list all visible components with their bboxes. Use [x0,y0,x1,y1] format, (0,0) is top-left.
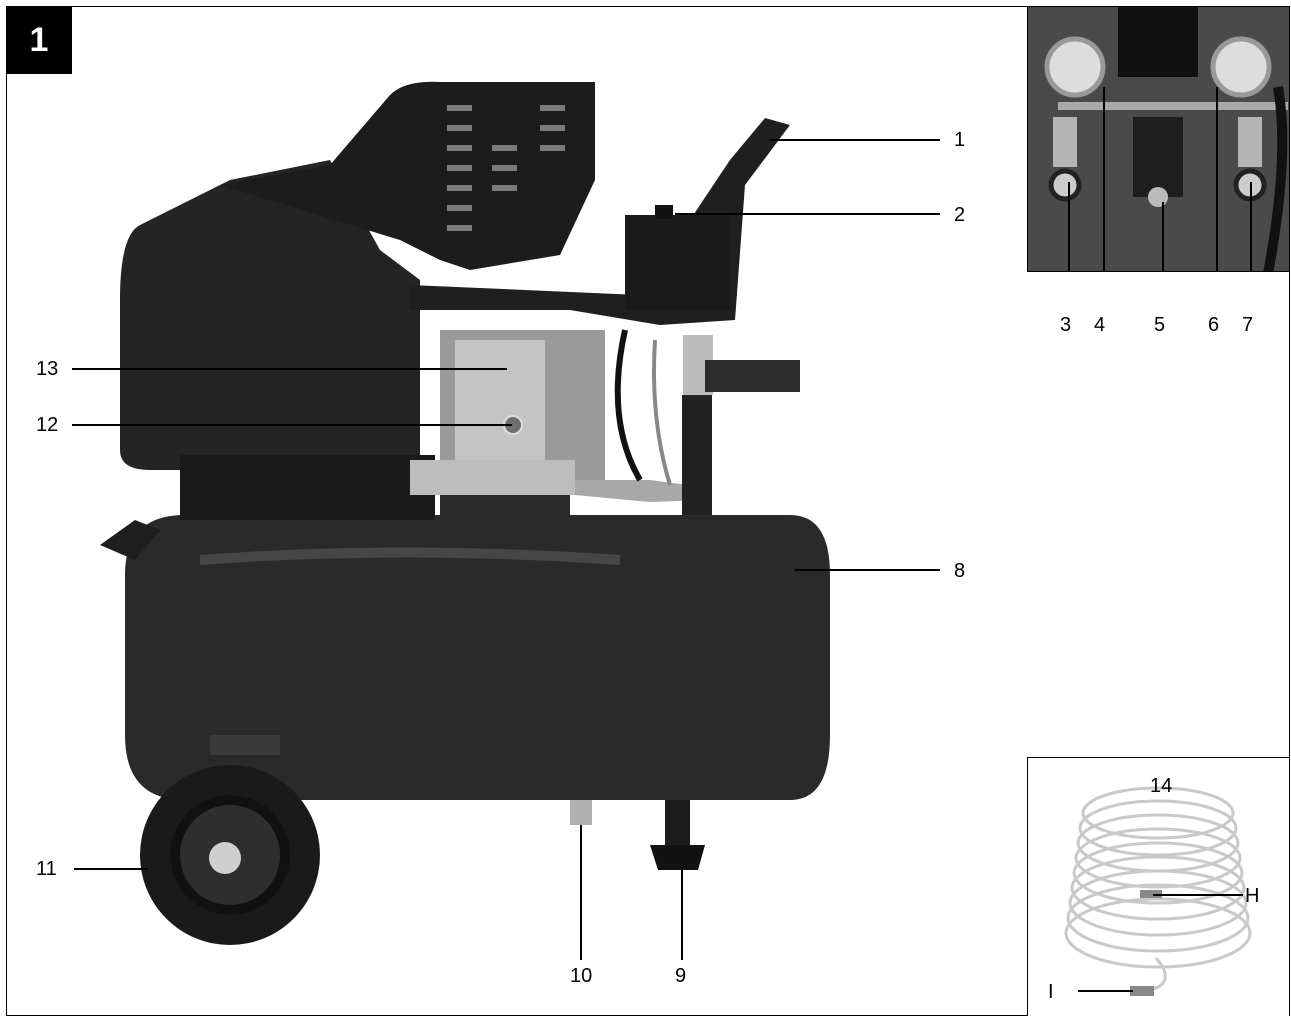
callout-12: 12 [36,414,59,436]
callout-13: 13 [36,358,59,380]
callout-1: 1 [954,129,966,151]
gauges-photo [1028,7,1289,271]
leader-line-12 [72,424,512,426]
inset-gauges-panel [1027,6,1290,272]
callout-14: 14 [1150,775,1173,797]
leader-line-H [1153,894,1243,896]
motor-cover [220,81,595,270]
leader-line-2 [675,213,940,215]
callout-7: 7 [1242,314,1254,336]
gauge-right [1210,36,1272,98]
rubber-foot [650,845,705,870]
wheel-hub [209,842,241,874]
leader-line-9 [681,865,683,960]
callout-3: 3 [1060,314,1072,336]
motor-housing [120,160,420,470]
gauge-left [1044,36,1106,98]
callout-10: 10 [570,965,593,987]
callout-2: 2 [954,204,966,226]
callout-5: 5 [1154,314,1166,336]
leader-line-8 [795,569,940,571]
leader-line-6 [1216,87,1218,271]
pressure-switch [625,215,730,310]
tank-handle [100,520,160,560]
compressor-illustration [100,81,830,945]
hose-illustration [1064,786,1252,996]
inset-hose-panel [1027,757,1290,1016]
leader-line-I [1078,990,1133,992]
callout-H: H [1245,885,1260,907]
figure-number-badge: 1 [6,6,72,74]
leader-line-1 [770,139,940,141]
callout-6: 6 [1208,314,1220,336]
callout-8: 8 [954,560,966,582]
leader-line-7 [1250,182,1252,271]
drain-valve [570,800,592,825]
leader-line-3 [1068,182,1070,271]
callout-11: 11 [36,858,57,880]
hose-coupling-I [1130,986,1154,996]
callout-4: 4 [1094,314,1106,336]
leader-line-11 [74,868,148,870]
figure-frame [6,6,1290,1016]
callout-I: I [1048,981,1054,1003]
motor-base [180,455,435,520]
leader-line-10 [580,825,582,960]
leader-line-4 [1103,87,1105,271]
leader-line-13 [72,368,507,370]
hose-coupling-H [1140,890,1162,898]
leader-line-5 [1162,202,1164,271]
air-tank [125,515,830,800]
callout-9: 9 [675,965,687,987]
